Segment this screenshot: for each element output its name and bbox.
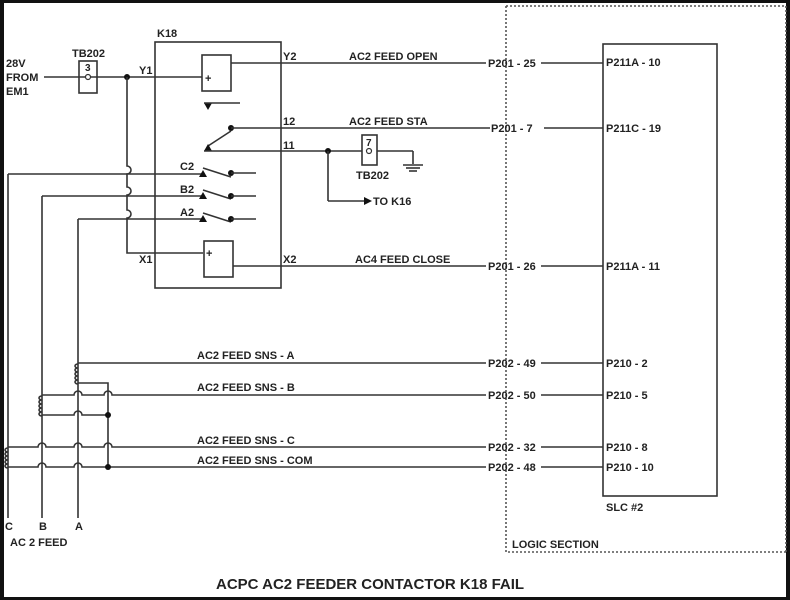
relay-k18-box [154,41,282,289]
coil-close [203,240,234,278]
ground-icon [403,164,423,172]
tb202-pin7-number: 7 [366,138,372,149]
signal-label: AC2 FEED STA [349,116,428,128]
connector-label: P201 - 7 [491,123,533,135]
relay-pin-12: 12 [283,116,295,128]
source-from: FROM [6,72,38,84]
slc-label: SLC #2 [606,502,643,514]
slc-pin-label: P210 - 5 [606,390,648,402]
svg-text:B2: B2 [180,184,194,196]
to-k16-label: TO K16 [373,196,411,208]
coil-open-symbol: + [205,73,211,85]
tb202-pin3-terminal [84,73,92,81]
slc-box [602,43,718,497]
aux-contact-pivot-icon [204,144,212,151]
signal-label: AC4 FEED CLOSE [355,254,450,266]
connector-label: P202 - 32 [488,442,536,454]
signal-label: AC2 FEED SNS - COM [197,455,313,467]
junction-dot [105,464,111,470]
slc-pin-label: P211A - 10 [606,57,661,69]
current-transformer-c-icon [4,447,9,469]
svg-text:A2: A2 [180,207,194,219]
relay-y1-label: Y1 [139,65,152,77]
slc-pin-label: P211A - 11 [606,261,660,273]
logic-section-label: LOGIC SECTION [512,539,599,551]
signal-label: AC2 FEED SNS - B [197,382,295,394]
relay-y2-label: Y2 [283,51,296,63]
tb202-pin7-block [361,134,378,166]
signal-label: AC2 FEED SNS - C [197,435,295,447]
connector-label: P201 - 26 [488,261,536,273]
connector-label: P202 - 49 [488,358,536,370]
svg-text:C2: C2 [180,161,194,173]
relay-pin-11: 11 [283,140,295,152]
phase-label-c: C [5,521,13,533]
phase-label-b: B [39,521,47,533]
common-bus-wire [78,382,109,467]
phase-label-a: A [75,521,83,533]
ct-b-return-wire [42,410,108,416]
relay-name: K18 [157,28,177,40]
logic-section-boundary [505,5,787,553]
tb202-label-1: TB202 [72,48,105,60]
current-transformer-b-icon [38,395,43,417]
connector-label: P202 - 48 [488,462,536,474]
slc-pin-label: P210 - 8 [606,442,648,454]
junction-dot [105,412,111,418]
slc-pin-label: P210 - 10 [606,462,654,474]
tb202-pin3-number: 3 [85,63,91,74]
slc-pin-label: P211C - 19 [606,123,661,135]
tb202-pin7-terminal [365,147,373,155]
coil-close-symbol: + [206,248,212,260]
diagram-title: ACPC AC2 FEEDER CONTACTOR K18 FAIL [216,576,524,593]
sns-c-wire [8,442,486,448]
linkage-arrow-icon [204,103,212,110]
relay-x2-label: X2 [283,254,296,266]
slc-pin-label: P210 - 2 [606,358,648,370]
tb202-pin3-block [78,60,98,94]
coil-open [201,54,232,92]
source-origin: EM1 [6,86,29,98]
arrow-right-icon [364,197,372,205]
main-contact-c2: C2 [8,161,256,178]
main-contact-a2: A2 [78,207,256,223]
x1-feed-wire [126,77,203,254]
connector-label: P202 - 50 [488,390,536,402]
feed-label: AC 2 FEED [10,537,68,549]
aux-contact-arm [207,130,232,147]
current-transformer-a-icon [74,363,79,385]
sns-com-wire [8,462,486,468]
sns-b-wire [42,390,486,396]
source-voltage: 28V [6,58,26,70]
diagram-frame [4,3,786,597]
tb202-label-2: TB202 [356,170,389,182]
signal-label: AC2 FEED OPEN [349,51,438,63]
main-contact-b2: B2 [42,184,256,200]
relay-x1-label: X1 [139,254,152,266]
signal-label: AC2 FEED SNS - A [197,350,294,362]
connector-label: P201 - 25 [488,58,536,70]
